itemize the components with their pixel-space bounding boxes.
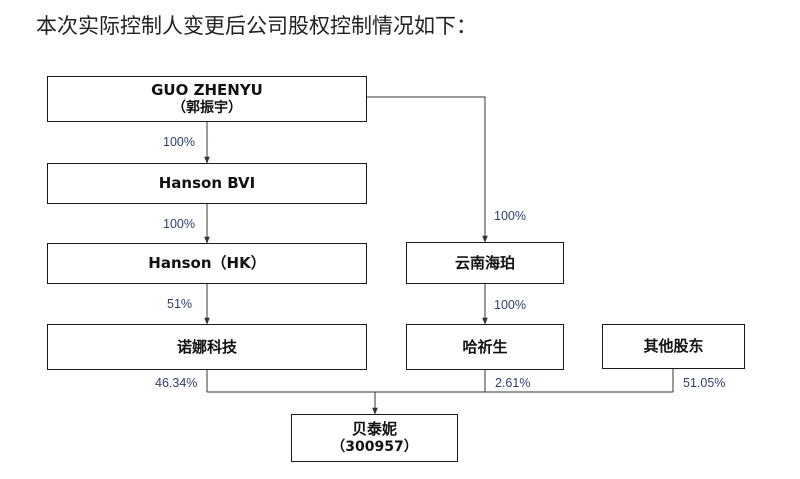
node-hanson-hk-name: Hanson（HK） <box>148 254 266 273</box>
node-hanson-bvi: Hanson BVI <box>47 163 367 204</box>
node-guo-name: GUO ZHENYU <box>151 80 263 99</box>
node-guo-sub: （郭振宇） <box>172 99 242 116</box>
node-others-name: 其他股东 <box>643 337 704 356</box>
node-hanson-hk: Hanson（HK） <box>47 243 367 284</box>
node-nuona-name: 诺娜科技 <box>176 337 237 356</box>
pct-others-beitaini: 51.05% <box>683 376 726 390</box>
pct-bvi-hk: 100% <box>163 217 195 231</box>
edge-guo-yunnan <box>367 96 488 243</box>
pct-hk-nuona: 51% <box>167 297 193 311</box>
node-beitaini: 贝泰妮 （300957） <box>291 414 458 462</box>
page-heading: 本次实际控制人变更后公司股权控制情况如下： <box>36 14 477 38</box>
pct-haxisheng-beitaini: 2.61% <box>495 376 531 390</box>
node-beitaini-code: （300957） <box>331 438 418 455</box>
node-yunnan-name: 云南海珀 <box>454 253 515 272</box>
node-guo-zhenyu: GUO ZHENYU （郭振宇） <box>47 76 367 122</box>
node-hanson-bvi-name: Hanson BVI <box>158 174 256 193</box>
pct-nuona-beitaini: 46.34% <box>155 376 198 390</box>
node-other-shareholders: 其他股东 <box>602 324 745 369</box>
node-nuona: 诺娜科技 <box>47 324 367 370</box>
pct-guo-yunnan: 100% <box>494 209 526 223</box>
node-haxisheng: 哈祈生 <box>406 324 564 370</box>
node-haxisheng-name: 哈祈生 <box>462 337 508 356</box>
node-yunnan-haipo: 云南海珀 <box>406 242 564 284</box>
node-beitaini-name: 贝泰妮 <box>351 419 397 438</box>
pct-guo-bvi: 100% <box>163 135 195 149</box>
pct-yunnan-haxisheng: 100% <box>494 298 526 312</box>
